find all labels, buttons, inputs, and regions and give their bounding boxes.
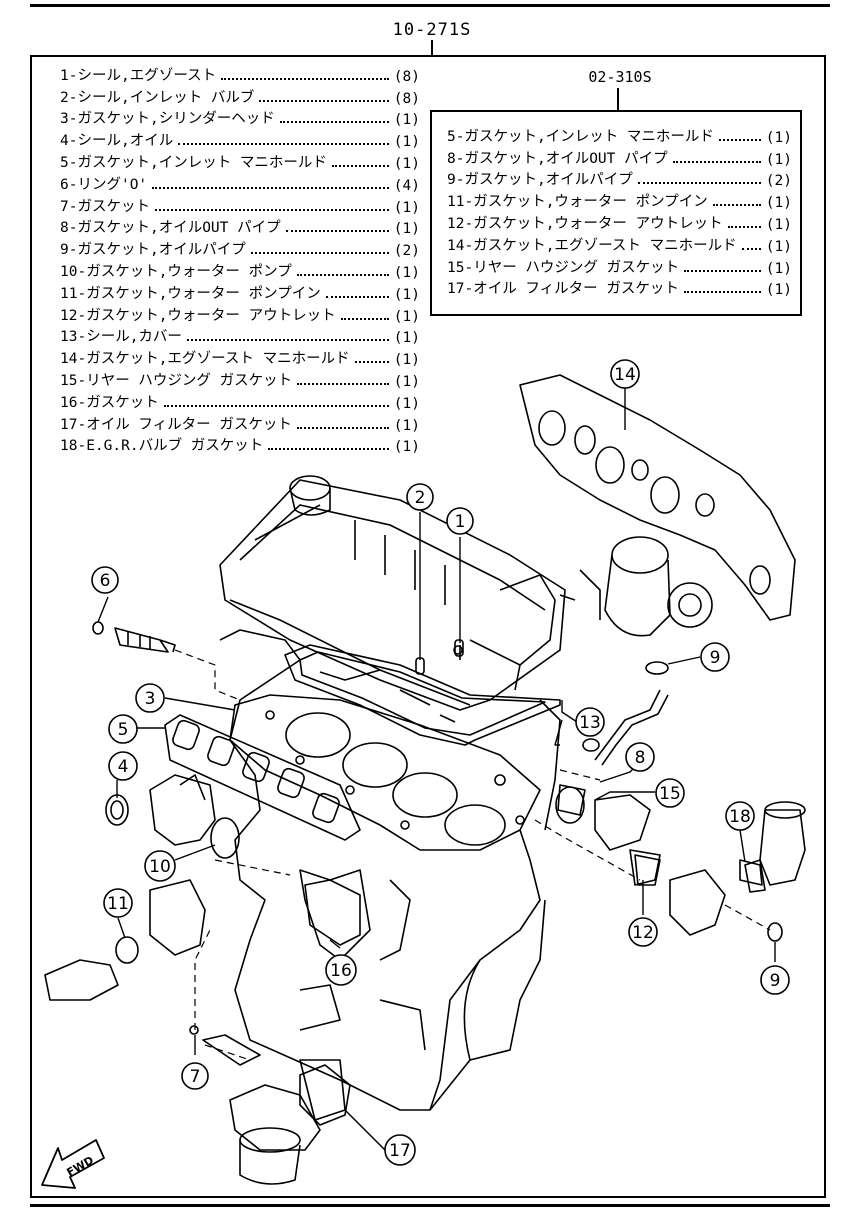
callout-label: 10 bbox=[149, 857, 171, 877]
sub-kit-list: 5-ガスケット,インレット マニホールド(1) 8-ガスケット,オイルOUT パ… bbox=[447, 124, 792, 299]
list-item: 3-ガスケット,シリンダーヘッド(1) bbox=[60, 111, 420, 129]
list-item: 11-ガスケット,ウォーター ポンプイン(1) bbox=[447, 194, 792, 212]
callout-9b bbox=[760, 965, 790, 995]
callout-6 bbox=[91, 566, 119, 594]
callout-label: 8 bbox=[635, 748, 646, 768]
list-item: 17-オイル フィルター ガスケット(1) bbox=[447, 281, 792, 299]
callout-10 bbox=[144, 850, 176, 882]
callout-17 bbox=[384, 1134, 416, 1166]
callout-13 bbox=[575, 707, 605, 737]
callout-5 bbox=[108, 714, 138, 744]
list-item: 11-ガスケット,ウォーター ポンプイン(1) bbox=[60, 285, 420, 303]
cylinder-head-gasket-drawing bbox=[229, 694, 541, 851]
callout-18 bbox=[725, 801, 755, 831]
exhaust-manifold-gasket-drawing bbox=[519, 374, 796, 621]
diagram-frame bbox=[30, 55, 826, 1198]
list-item: 12-ガスケット,ウォーター アウトレット(1) bbox=[447, 215, 792, 233]
callout-numbers: 1 2 3 4 5 6 7 8 9 9 10 11 12 13 14 15 16… bbox=[100, 365, 781, 1161]
callout-label: 9 bbox=[770, 971, 781, 991]
callout-label: 13 bbox=[579, 713, 601, 733]
callout-12 bbox=[628, 917, 658, 947]
callout-11 bbox=[103, 888, 133, 918]
list-item: 8-ガスケット,オイルOUT パイプ(1) bbox=[60, 220, 420, 238]
top-rule bbox=[30, 4, 830, 7]
callout-label: 12 bbox=[632, 923, 654, 943]
sub-kit-box: 5-ガスケット,インレット マニホールド(1) 8-ガスケット,オイルOUT パ… bbox=[430, 110, 802, 316]
callout-9a bbox=[700, 642, 730, 672]
callout-label: 17 bbox=[389, 1141, 411, 1161]
callout-16 bbox=[325, 954, 357, 986]
list-item: 2-シール,インレット バルブ(8) bbox=[60, 89, 420, 107]
list-item: 6-リング'O'(4) bbox=[60, 176, 420, 194]
list-item: 16-ガスケット(1) bbox=[60, 394, 420, 412]
callout-4 bbox=[108, 751, 138, 781]
forward-arrow-icon: FWD bbox=[41, 1139, 105, 1189]
callout-label: 6 bbox=[100, 571, 111, 591]
callout-1 bbox=[446, 507, 474, 535]
list-item: 8-ガスケット,オイルOUT パイプ(1) bbox=[447, 150, 792, 168]
leader-lines bbox=[97, 388, 776, 1151]
sub-kit-tick bbox=[617, 88, 619, 110]
callout-label: 3 bbox=[145, 689, 156, 709]
list-item: 10-ガスケット,ウォーター ポンプ(1) bbox=[60, 263, 420, 281]
callout-label: 9 bbox=[710, 648, 721, 668]
list-item: 12-ガスケット,ウォーター アウトレット(1) bbox=[60, 307, 420, 325]
callout-8 bbox=[625, 742, 655, 772]
list-item: 5-ガスケット,インレット マニホールド(1) bbox=[447, 128, 792, 146]
list-item: 14-ガスケット,エグゾースト マニホールド(1) bbox=[60, 351, 420, 369]
list-item: 13-シール,カバー(1) bbox=[60, 329, 420, 347]
list-item: 1-シール,エグゾースト(8) bbox=[60, 67, 420, 85]
list-item: 7-ガスケット(1) bbox=[60, 198, 420, 216]
callout-label: 14 bbox=[614, 365, 636, 385]
callout-label: 11 bbox=[107, 894, 129, 914]
kit-code-tick bbox=[431, 40, 433, 57]
callout-label: 16 bbox=[330, 961, 352, 981]
list-item: 9-ガスケット,オイルパイプ(2) bbox=[60, 242, 420, 260]
callout-label: 15 bbox=[659, 784, 681, 804]
alignment-lines bbox=[174, 649, 771, 1061]
list-item: 18-E.G.R.バルブ ガスケット(1) bbox=[60, 438, 420, 456]
oil-out-pipe-drawing bbox=[594, 689, 669, 766]
callout-label: 1 bbox=[455, 512, 466, 532]
list-item: 4-シール,オイル(1) bbox=[60, 133, 420, 151]
callout-label: 2 bbox=[415, 488, 426, 508]
bottom-rule bbox=[30, 1204, 830, 1207]
engine-block-drawing bbox=[219, 629, 561, 1111]
callout-7 bbox=[181, 1062, 209, 1090]
callout-2 bbox=[406, 483, 434, 511]
small-seals bbox=[92, 621, 783, 1126]
list-item: 15-リヤー ハウジング ガスケット(1) bbox=[60, 372, 420, 390]
callout-circles bbox=[91, 359, 790, 1166]
inlet-manifold-gasket-drawing bbox=[164, 714, 361, 841]
water-pump-drawing bbox=[44, 774, 216, 1001]
list-item: 17-オイル フィルター ガスケット(1) bbox=[60, 416, 420, 434]
callout-15 bbox=[655, 778, 685, 808]
callout-label: 5 bbox=[118, 720, 129, 740]
valve-cover-drawing bbox=[219, 475, 566, 711]
parts-list: 1-シール,エグゾースト(8) 2-シール,インレット バルブ(8) 3-ガスケ… bbox=[60, 63, 420, 456]
kit-code-label: 10-271S bbox=[392, 20, 472, 40]
list-item: 9-ガスケット,オイルパイプ(2) bbox=[447, 172, 792, 190]
list-item: 15-リヤー ハウジング ガスケット(1) bbox=[447, 259, 792, 277]
callout-3 bbox=[135, 683, 165, 713]
sub-kit-code-label: 02-310S bbox=[588, 68, 652, 86]
callout-label: 4 bbox=[118, 757, 129, 777]
list-item: 5-ガスケット,インレット マニホールド(1) bbox=[60, 154, 420, 172]
callout-label: 7 bbox=[190, 1067, 201, 1087]
valve-cover-seal-drawing bbox=[284, 644, 561, 746]
callout-label: 18 bbox=[729, 807, 751, 827]
fuel-injector-drawing bbox=[114, 627, 176, 653]
turbocharger-drawing bbox=[559, 536, 713, 637]
list-item: 14-ガスケット,エグゾースト マニホールド(1) bbox=[447, 237, 792, 255]
water-outlet-drawing bbox=[629, 849, 726, 936]
callout-14 bbox=[610, 359, 640, 389]
valve-seals bbox=[415, 639, 464, 675]
